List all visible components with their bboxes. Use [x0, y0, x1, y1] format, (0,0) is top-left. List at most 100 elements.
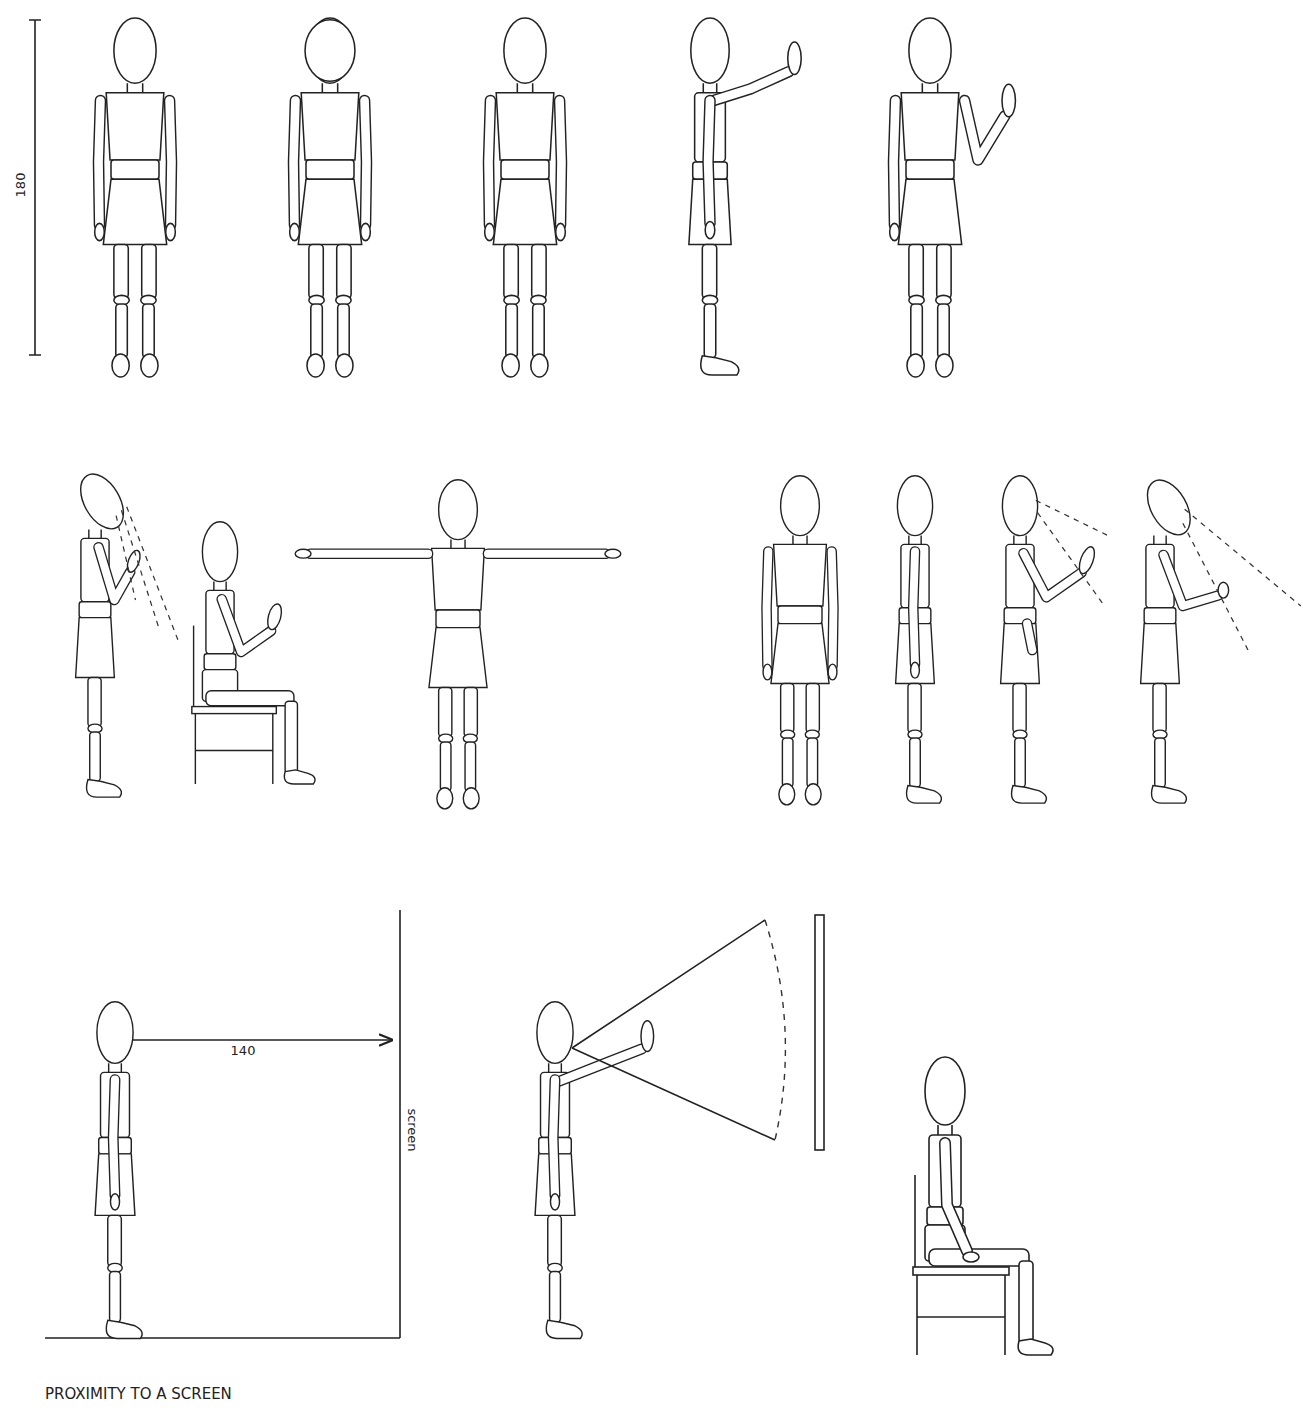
mannequin-view-cone-part — [559, 1049, 642, 1082]
mannequin-view-cone-part — [535, 1063, 582, 1338]
mannequin-view-cone-part — [559, 1049, 642, 1082]
mannequin-walking-part — [485, 100, 495, 240]
view-cone-part — [765, 920, 785, 1140]
mannequin-waving-part — [1002, 84, 1015, 117]
view-cone-part — [815, 915, 824, 1150]
mannequin-seated-hands-up-part — [192, 522, 315, 784]
mannequin-back-part — [298, 18, 361, 377]
mannequin-t-pose-part — [310, 550, 428, 558]
mannequin-seated-hands-up-part — [222, 599, 271, 652]
mannequin-head-down-gaze-part — [1183, 509, 1301, 650]
mannequin-front-part — [166, 100, 176, 240]
mannequin-side-raised-arm-part — [714, 72, 789, 101]
figure-caption: PROXIMITY TO A SCREEN — [45, 1385, 232, 1403]
mannequin-standing-side-part — [95, 1063, 142, 1338]
mannequin-t-pose-part — [488, 548, 606, 559]
mannequin-seated-hands-up-part — [222, 599, 271, 652]
mannequin-front — [95, 18, 176, 377]
mannequin-front-small-part — [763, 551, 772, 679]
screen-distance-scene-part — [45, 910, 400, 1338]
mannequin-standing-side-part — [110, 1080, 119, 1210]
mannequin-hand-gaze-part — [1027, 624, 1032, 650]
mannequin-side-raised-arm-part — [788, 42, 801, 75]
mannequin-t-pose-part — [295, 549, 311, 558]
mannequin-view-cone-part — [641, 1021, 654, 1052]
mannequin-side-raised-arm-part — [714, 72, 789, 101]
mannequin-t-pose-part — [310, 548, 428, 559]
mannequin-walking-part — [556, 100, 566, 240]
mannequin-waving — [890, 18, 1016, 377]
mannequin-head-down-gaze-part — [1164, 555, 1219, 606]
screen-distance-scene-part — [132, 1039, 392, 1041]
mannequin-waving-part — [965, 100, 1005, 160]
mannequin-back-part — [361, 100, 371, 240]
mannequin-side-small — [896, 476, 942, 803]
mannequin-waving-part — [890, 100, 900, 240]
mannequin-hand-gaze-part — [1036, 500, 1108, 606]
mannequin-view-cone — [535, 1002, 654, 1339]
mannequin-walking-part — [493, 18, 556, 377]
mannequin-looking-phone-part — [125, 549, 143, 574]
mannequin-head-down-gaze-part — [1139, 473, 1199, 542]
mannequin-hand-gaze-part — [1027, 624, 1032, 650]
mannequin-looking-phone-part — [116, 507, 179, 644]
mannequin-front-part — [95, 100, 105, 240]
mannequin-t-pose — [295, 480, 621, 809]
mannequin-seated-part — [945, 1143, 967, 1251]
mannequin-front-small-part — [771, 476, 829, 805]
height-scale-bar — [29, 20, 41, 355]
mannequin-head-down-gaze — [1139, 473, 1301, 803]
mannequin-front-small — [763, 476, 837, 805]
mannequin-side-raised-arm-part — [689, 83, 739, 375]
distance-dimension: 140 — [231, 1043, 256, 1058]
mannequin-view-cone-part — [550, 1080, 559, 1210]
mannequin-seated-part — [913, 1057, 1053, 1355]
mannequin-back — [290, 18, 371, 377]
mannequin-seated — [913, 1057, 1053, 1355]
mannequin-hand-gaze-part — [1076, 545, 1097, 576]
screen-distance-scene — [45, 910, 400, 1338]
screen-label: screen — [405, 1108, 420, 1151]
mannequin-walking — [485, 18, 566, 377]
mannequin-looking-phone-part — [99, 547, 131, 600]
mannequin-front-small-part — [828, 551, 837, 679]
mannequin-side-raised-arm-part — [705, 100, 715, 238]
mannequin-back-part — [290, 100, 300, 240]
mannequin-side-small-part — [897, 476, 932, 536]
mannequin-view-cone-part — [537, 1002, 573, 1064]
mannequin-hand-gaze-part — [1024, 553, 1082, 597]
mannequin-standing-side — [95, 1002, 142, 1339]
mannequin-side-raised-arm — [689, 18, 801, 375]
mannequin-head-down-gaze-part — [1218, 582, 1229, 598]
mannequin-seated-part — [963, 1252, 979, 1262]
mannequin-standing-side-part — [97, 1002, 133, 1064]
mannequin-hand-gaze-part — [1024, 553, 1082, 597]
view-cone — [572, 915, 824, 1150]
mannequin-looking-phone-part — [76, 530, 122, 798]
mannequin-waving-part — [898, 18, 961, 377]
mannequin-looking-phone — [72, 467, 180, 797]
height-dimension: 180 — [13, 173, 28, 198]
mannequin-head-down-gaze-part — [1164, 555, 1219, 606]
mannequin-side-raised-arm-part — [691, 18, 729, 83]
mannequin-waving-part — [965, 100, 1005, 160]
view-cone-part — [572, 920, 775, 1140]
mannequin-side-small-part — [896, 536, 942, 804]
mannequin-hand-gaze-part — [1002, 476, 1037, 536]
mannequin-hand-gaze — [1001, 476, 1108, 803]
mannequin-side-small-part — [911, 551, 920, 678]
mannequin-t-pose-part — [429, 480, 487, 809]
mannequin-t-pose-part — [488, 550, 606, 558]
mannequin-looking-phone-part — [99, 547, 131, 600]
mannequin-head-down-gaze-part — [1141, 536, 1187, 804]
mannequin-seated-hands-up — [192, 522, 315, 784]
mannequin-seated-part — [945, 1143, 967, 1251]
height-scale-bar-part — [29, 20, 41, 355]
mannequin-seated-hands-up-part — [265, 602, 284, 631]
mannequin-t-pose-part — [605, 549, 621, 558]
mannequin-back-part — [305, 20, 355, 81]
mannequin-front-part — [103, 18, 166, 377]
mannequin-looking-phone-part — [72, 467, 132, 536]
